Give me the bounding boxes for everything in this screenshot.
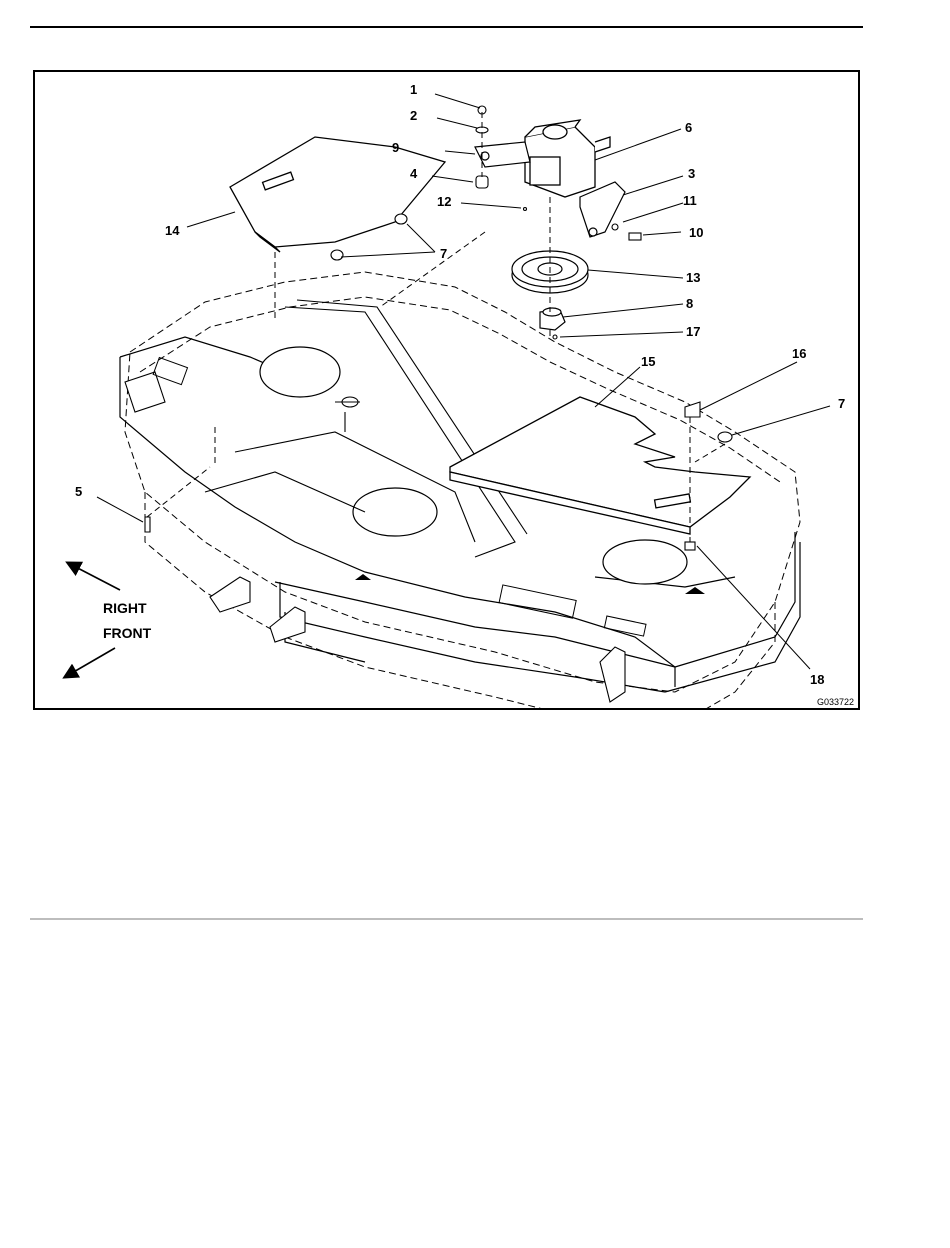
figure-id: G033722 [817,697,854,707]
callout-16: 16 [792,346,806,361]
nut-part-7c [718,432,732,442]
setscrew-part-17 [553,335,557,339]
callout-2: 2 [410,108,417,123]
callout-3: 3 [688,166,695,181]
callout-5: 5 [75,484,82,499]
clip-part-18 [685,542,695,550]
callout-12: 12 [437,194,451,209]
parts-diagram-frame: 1 2 6 9 3 4 12 11 14 10 7 13 8 17 15 16 … [33,70,860,710]
callout-9: 9 [392,140,399,155]
direction-front-label: FRONT [103,625,152,641]
nut-part-7a [395,214,407,224]
callout-13: 13 [686,270,700,285]
front-arrow-icon [65,648,115,677]
bolt-part-5 [145,517,150,532]
callout-18: 18 [810,672,824,687]
right-belt-cover [450,397,750,534]
callout-15: 15 [641,354,655,369]
callout-11: 11 [683,193,697,208]
leader-lines [97,94,830,669]
callout-7-right: 7 [838,396,845,411]
pin-part-12 [524,208,527,211]
pivot-plate [475,142,530,167]
left-belt-cover [230,137,445,252]
gearbox-assembly [525,120,610,197]
callout-1: 1 [410,82,417,97]
header-rule [30,26,863,28]
deck-parts-diagram: 1 2 6 9 3 4 12 11 14 10 7 13 8 17 15 16 … [35,72,858,708]
callout-14: 14 [165,223,180,238]
washer-part-11 [612,224,618,230]
right-arrow-icon [68,563,120,590]
callout-8: 8 [686,296,693,311]
bolt-part-10 [629,233,641,240]
direction-arrows [65,563,120,677]
callout-10: 10 [689,225,703,240]
knob-part-16 [685,402,700,417]
section-rule [30,918,863,920]
direction-right-label: RIGHT [103,600,147,616]
nut-part-7b [331,250,343,260]
callout-7-left: 7 [440,246,447,261]
callout-4: 4 [410,166,418,181]
bushing-part-4 [476,176,488,188]
callout-6: 6 [685,120,692,135]
hex-nut [540,308,565,330]
callout-17: 17 [686,324,700,339]
